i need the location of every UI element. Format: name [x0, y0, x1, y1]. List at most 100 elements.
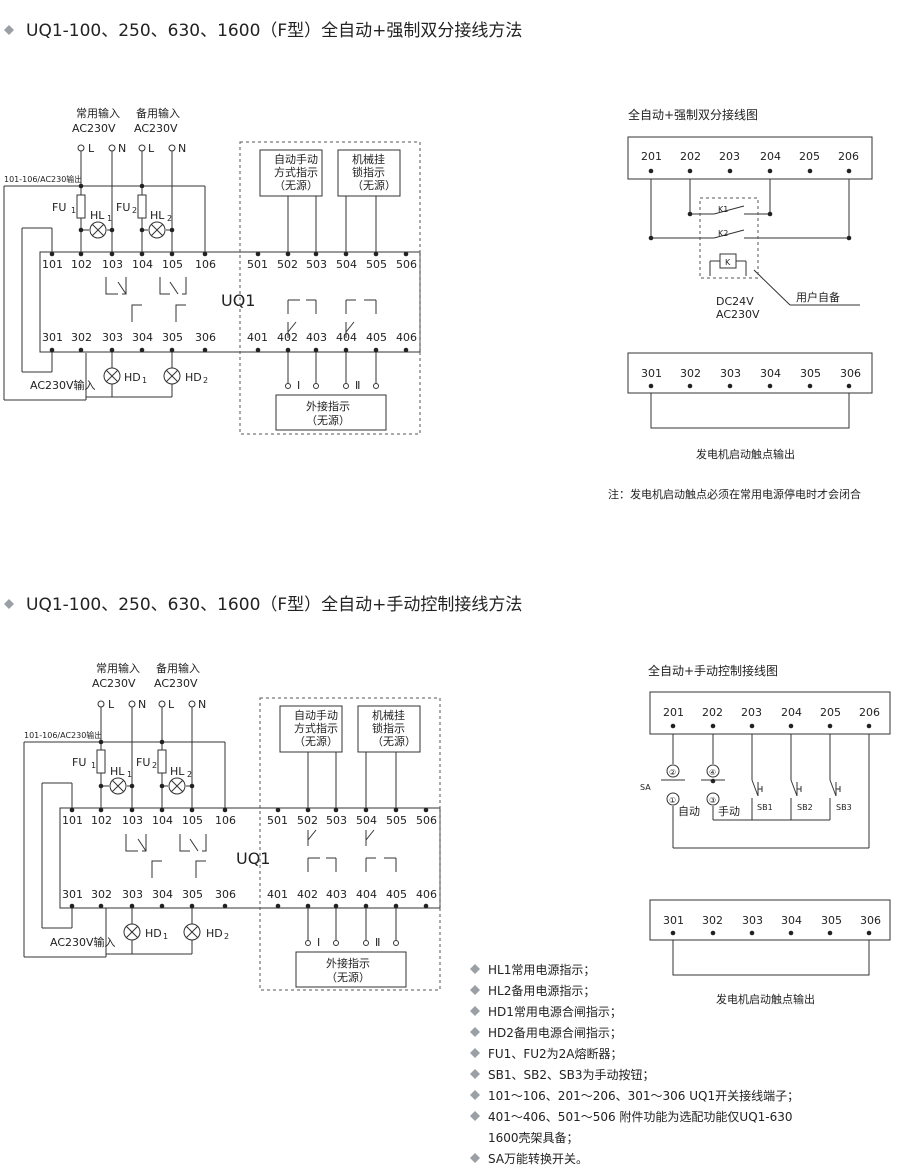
s2-backup-voltage: AC230V — [154, 677, 198, 690]
s1-k2-label: K2 — [718, 229, 728, 238]
s1-term-505: 505 — [366, 258, 387, 271]
s1-fu1-fuse — [76, 194, 86, 219]
s2-gen-terminal-labels: 301 302 303 304 305 306 — [663, 914, 881, 927]
s2-term-302: 302 — [91, 888, 112, 901]
s1-hl2-sub: 2 — [167, 214, 172, 223]
s2-top-terminal-labels: 101 102 103 104 105 106 501 502 503 504 … — [62, 814, 437, 827]
s2-fu2-label: FU — [136, 756, 150, 769]
legend-bullet — [470, 1048, 480, 1058]
s1-term-506: 506 — [396, 258, 417, 271]
s2-term-403: 403 — [326, 888, 347, 901]
s2-sa-contact-dot — [710, 778, 716, 784]
s1-term-103: 103 — [102, 258, 123, 271]
s2-bottom-terminal-labels: 301 302 303 304 305 306 401 402 403 404 … — [62, 888, 437, 901]
s1-ac-input-label: AC230V输入 — [30, 378, 96, 392]
s1-bottom-terminal-labels: 301 302 303 304 305 306 401 402 403 404 … — [42, 331, 417, 344]
s2-accessory-wires — [307, 752, 397, 940]
s2-right-terminal-box — [649, 691, 891, 735]
s2-hl2-sub: 2 — [187, 770, 192, 779]
s2-hd2-lamp-icon — [183, 923, 201, 941]
s1-r-202: 202 — [680, 150, 701, 163]
s2-auto-line2: 方式指示 — [294, 721, 338, 735]
s1-note: 注：发电机启动触点必须在常用电源停电时才会闭合 — [608, 487, 861, 501]
s2-hd2-sub: 2 — [224, 932, 229, 941]
s1-term-302: 302 — [71, 331, 92, 344]
section1-title: UQ1-100、250、630、1600（F型）全自动+强制双分接线方法 — [26, 21, 522, 41]
s1-n1-label: N — [118, 142, 126, 155]
s1-device-label: UQ1 — [221, 291, 255, 310]
s1-ext-line1: 外接指示 — [306, 399, 350, 413]
s2-l2-label: L — [168, 698, 175, 711]
s1-ext-roman1: Ⅰ — [297, 379, 300, 392]
s2-fu1-sub: 1 — [91, 761, 96, 770]
s2-l1-label: L — [108, 698, 115, 711]
s1-ext-terminals — [285, 383, 379, 389]
s2-term-505: 505 — [386, 814, 407, 827]
s1-bottom-terminal-dots — [49, 347, 409, 353]
s2-accessory-dashed-box — [259, 697, 441, 991]
s2-backup-input-label: 备用输入 — [156, 661, 200, 675]
s2-hl1-label: HL — [110, 765, 125, 778]
s2-term-501: 501 — [267, 814, 288, 827]
s1-accessory-dashed-box — [239, 141, 421, 435]
s1-auto-manual-box — [259, 149, 323, 197]
s2-term-503: 503 — [326, 814, 347, 827]
s2-sa-c2: ② — [669, 768, 676, 777]
legend-item: FU1、FU2为2A熔断器； — [488, 1046, 623, 1061]
legend-item: HL1常用电源指示； — [488, 962, 595, 977]
s2-mech-line3: （无源） — [372, 734, 416, 748]
s1-g-303: 303 — [720, 367, 741, 380]
s1-mech-line3: （无源） — [352, 178, 396, 192]
s2-sb2-label: SB2 — [797, 803, 813, 812]
s2-fu1-label: FU — [72, 756, 86, 769]
legend-list: HL1常用电源指示； HL2备用电源指示； HD1常用电源合闸指示； HD2备用… — [470, 962, 799, 1166]
s2-ext-line2: （无源） — [326, 970, 370, 984]
s2-r-206: 206 — [859, 706, 880, 719]
s2-term-301: 301 — [62, 888, 83, 901]
s2-ac-input-label: AC230V输入 — [50, 935, 116, 949]
s2-bottom-terminal-dots — [69, 903, 429, 909]
s2-sa-switch — [666, 764, 720, 806]
s1-g-301: 301 — [641, 367, 662, 380]
legend-bullet — [470, 985, 480, 995]
s1-ac-label: AC230V — [716, 308, 760, 321]
s1-top-terminal-labels: 101 102 103 104 105 106 501 502 503 504 … — [42, 258, 417, 271]
s2-sb1-label: SB1 — [757, 803, 773, 812]
s2-ext-roman1: Ⅰ — [317, 936, 320, 949]
s2-auto-manual-box — [279, 705, 343, 753]
s1-term-502: 502 — [277, 258, 298, 271]
s2-auto-line3: （无源） — [294, 734, 338, 748]
s2-term-104: 104 — [152, 814, 173, 827]
s1-fu2-label: FU — [116, 201, 130, 214]
s1-k-coil-label: K — [725, 258, 731, 267]
s2-bottom-wires — [41, 782, 193, 955]
s2-terminal-n2 — [188, 700, 196, 708]
legend-item: SB1、SB2、SB3为手动按钮； — [488, 1067, 654, 1082]
s2-ext-terminals — [305, 940, 399, 946]
s2-terminal-l2 — [158, 700, 166, 708]
s2-r-202: 202 — [702, 706, 723, 719]
s1-mech-line2: 锁指示 — [352, 165, 385, 179]
s1-hd2-lamp-icon — [163, 367, 181, 385]
s1-term-504: 504 — [336, 258, 357, 271]
s1-terminal-l2 — [138, 144, 146, 152]
legend-item: HL2备用电源指示； — [488, 983, 595, 998]
s1-hd2-label: HD — [185, 371, 202, 384]
s1-term-406: 406 — [396, 331, 417, 344]
s2-right-terminal-dots — [670, 723, 872, 729]
s1-internal-contacts — [105, 277, 377, 338]
s2-r-203: 203 — [741, 706, 762, 719]
s1-terminal-n1 — [108, 144, 116, 152]
s2-term-405: 405 — [386, 888, 407, 901]
s2-normal-voltage: AC230V — [92, 677, 136, 690]
s1-r-204: 204 — [760, 150, 781, 163]
legend-item: HD1常用电源合闸指示； — [488, 1004, 622, 1019]
section2-title: UQ1-100、250、630、1600（F型）全自动+手动控制接线方法 — [26, 595, 522, 615]
s2-sa-c3: ③ — [709, 796, 716, 805]
s2-right-title: 全自动+手动控制接线图 — [648, 663, 778, 678]
s1-right-terminal-labels: 201 202 203 204 205 206 — [641, 150, 859, 163]
section-bullet — [4, 599, 14, 609]
s1-hd2-sub: 2 — [203, 376, 208, 385]
s1-bottom-wires — [21, 227, 173, 398]
